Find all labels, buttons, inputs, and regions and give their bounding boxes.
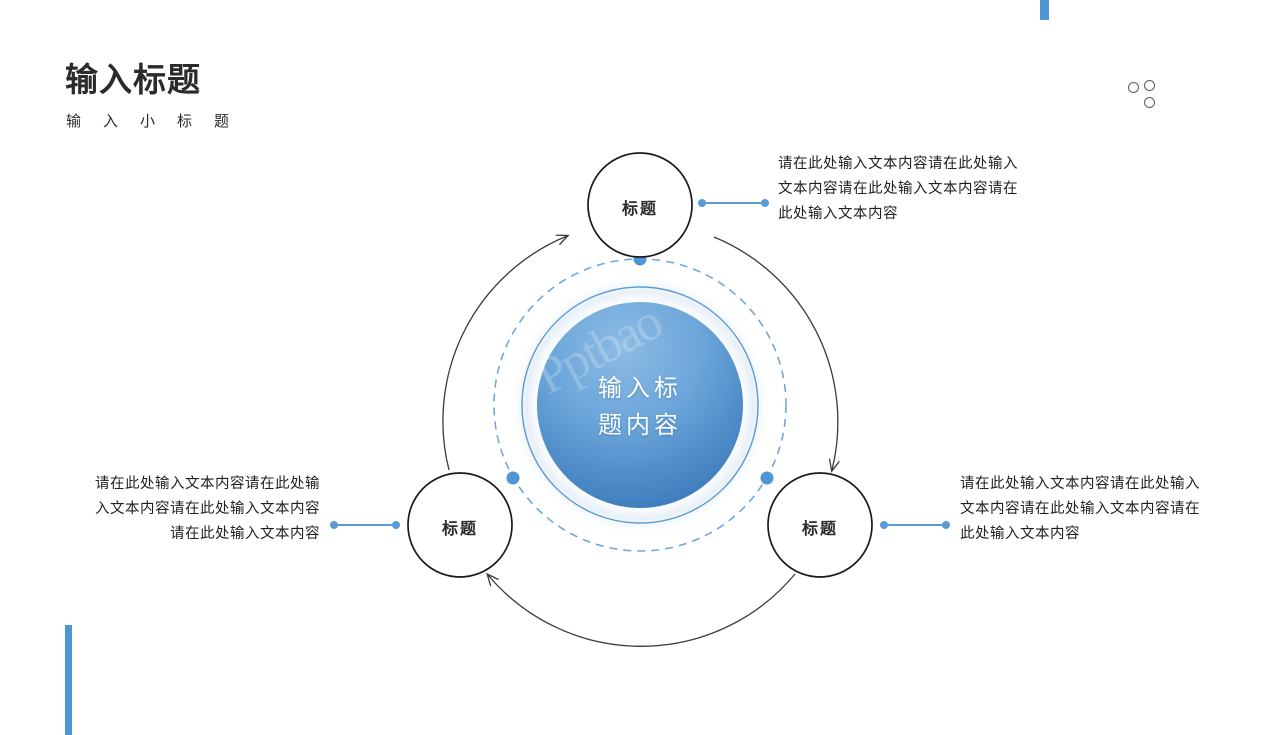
dot-circle-3: [1144, 97, 1155, 108]
page-subtitle: 输入小标题: [66, 113, 252, 130]
ring-dot-left: [506, 471, 520, 485]
bottom-accent-bar: [65, 625, 72, 735]
node-circle-left[interactable]: [407, 472, 513, 578]
description-text-right: 请在此处输入文本内容请在此处输入文本内容请在此处输入文本内容请在此处输入文本内容: [960, 476, 1200, 542]
cycle-arrow-left-to-top: [442, 236, 567, 471]
connector-top: [698, 199, 769, 207]
cycle-diagram: [330, 152, 950, 647]
ring-dot-right: [760, 471, 774, 485]
description-text-top: 请在此处输入文本内容请在此处输入文本内容请在此处输入文本内容请在此处输入文本内容: [778, 156, 1018, 222]
cycle-arrow-right-to-left: [488, 574, 796, 647]
center-label: 输入标 题内容: [540, 370, 740, 444]
top-accent-bar: [1040, 0, 1049, 20]
node-label-right: 标题: [801, 521, 838, 538]
connector-left: [330, 521, 400, 529]
page-title: 输入标题: [65, 61, 201, 98]
cycle-arrow-top-to-right: [713, 236, 838, 470]
node-label-top: 标题: [621, 201, 658, 218]
dot-circle-2: [1144, 80, 1155, 91]
center-label-line1: 输入标: [598, 375, 682, 402]
center-solid-ring: [521, 286, 759, 524]
node-circle-right[interactable]: [767, 472, 873, 578]
connector-right: [880, 521, 950, 529]
dot-circle-1: [1128, 82, 1139, 93]
node-label-left: 标题: [441, 521, 478, 538]
node-circle-top[interactable]: [587, 152, 693, 258]
dots-ornament-icon: [1128, 80, 1164, 114]
description-text-left: 请在此处输入文本内容请在此处输入文本内容请在此处输入文本内容请在此处输入文本内容: [95, 476, 320, 542]
center-sphere[interactable]: [537, 302, 743, 508]
slide-canvas: 输入标题 输入小标题: [65, 0, 1200, 735]
center-label-line2: 题内容: [598, 412, 682, 440]
